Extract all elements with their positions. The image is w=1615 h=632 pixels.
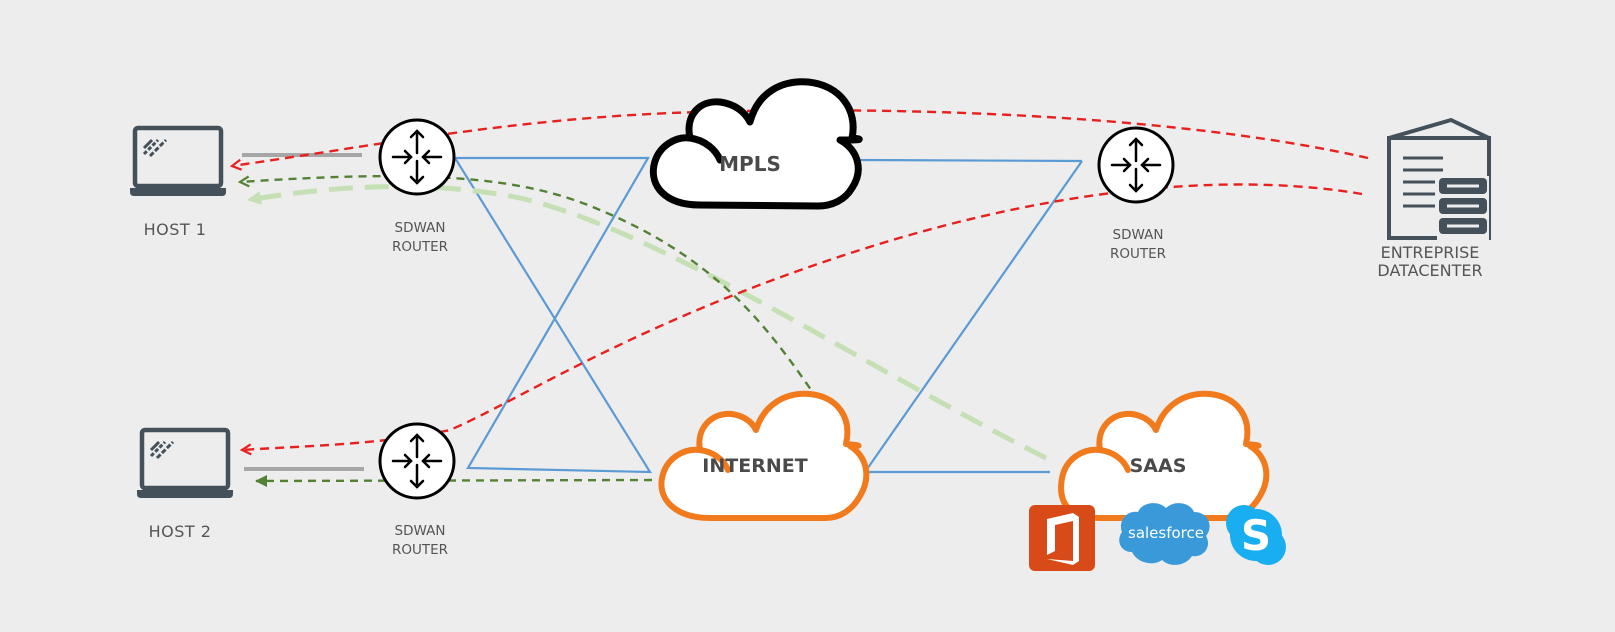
saas-flow <box>247 184 1048 461</box>
skype-icon: S <box>1226 505 1286 565</box>
router-label-line1: SDWAN <box>394 220 446 236</box>
internet-cloud-icon <box>658 390 870 521</box>
host2-label: HOST 2 <box>148 522 212 541</box>
datacenter-icon <box>1387 118 1491 240</box>
router-label-line2: ROUTER <box>391 542 449 558</box>
svg-text:S: S <box>1241 511 1271 560</box>
internet-cloud-inner-curve <box>697 447 731 473</box>
router-label-line1: SDWAN <box>394 523 446 539</box>
router-right-label: SDWAN ROUTER <box>1088 226 1188 264</box>
wan-link-mpls-right-router <box>855 158 1083 163</box>
router-label-line2: ROUTER <box>391 239 449 255</box>
datacenter-label-line1: ENTREPRISE <box>1380 243 1480 262</box>
datacenter-flow-host1 <box>232 109 1369 166</box>
router-icon <box>378 422 456 500</box>
laptop-icon <box>137 427 233 498</box>
laptop-icon <box>130 125 226 196</box>
router-top-left-label: SDWAN ROUTER <box>370 219 470 257</box>
saas-cloud-icon <box>1058 390 1270 521</box>
mpls-cloud-icon <box>649 78 863 210</box>
office-icon <box>1029 505 1095 571</box>
datacenter-label: ENTREPRISE DATACENTER <box>1360 244 1500 280</box>
internet-label: INTERNET <box>702 455 808 477</box>
saas-label: SAAS <box>1129 455 1187 477</box>
mpls-label: MPLS <box>719 152 781 176</box>
internet-flow-host1 <box>240 174 819 401</box>
datacenter-label-line2: DATACENTER <box>1377 261 1483 280</box>
mpls-cloud-inner-curve <box>686 134 724 164</box>
internet-flow-host2 <box>255 474 653 487</box>
router-bottom-left-label: SDWAN ROUTER <box>370 522 470 560</box>
router-label-line1: SDWAN <box>1112 227 1164 243</box>
router-icon <box>1097 126 1175 204</box>
wan-link-right-router-internet <box>862 160 1083 474</box>
salesforce-icon: salesforce <box>1119 503 1210 565</box>
router-label-line2: ROUTER <box>1109 246 1167 262</box>
wan-link-left-cross <box>453 156 653 474</box>
saas-cloud-inner-curve <box>1097 447 1131 473</box>
salesforce-logo-text: salesforce <box>1128 524 1204 542</box>
host1-label: HOST 1 <box>143 220 207 239</box>
router-icon <box>378 118 456 196</box>
